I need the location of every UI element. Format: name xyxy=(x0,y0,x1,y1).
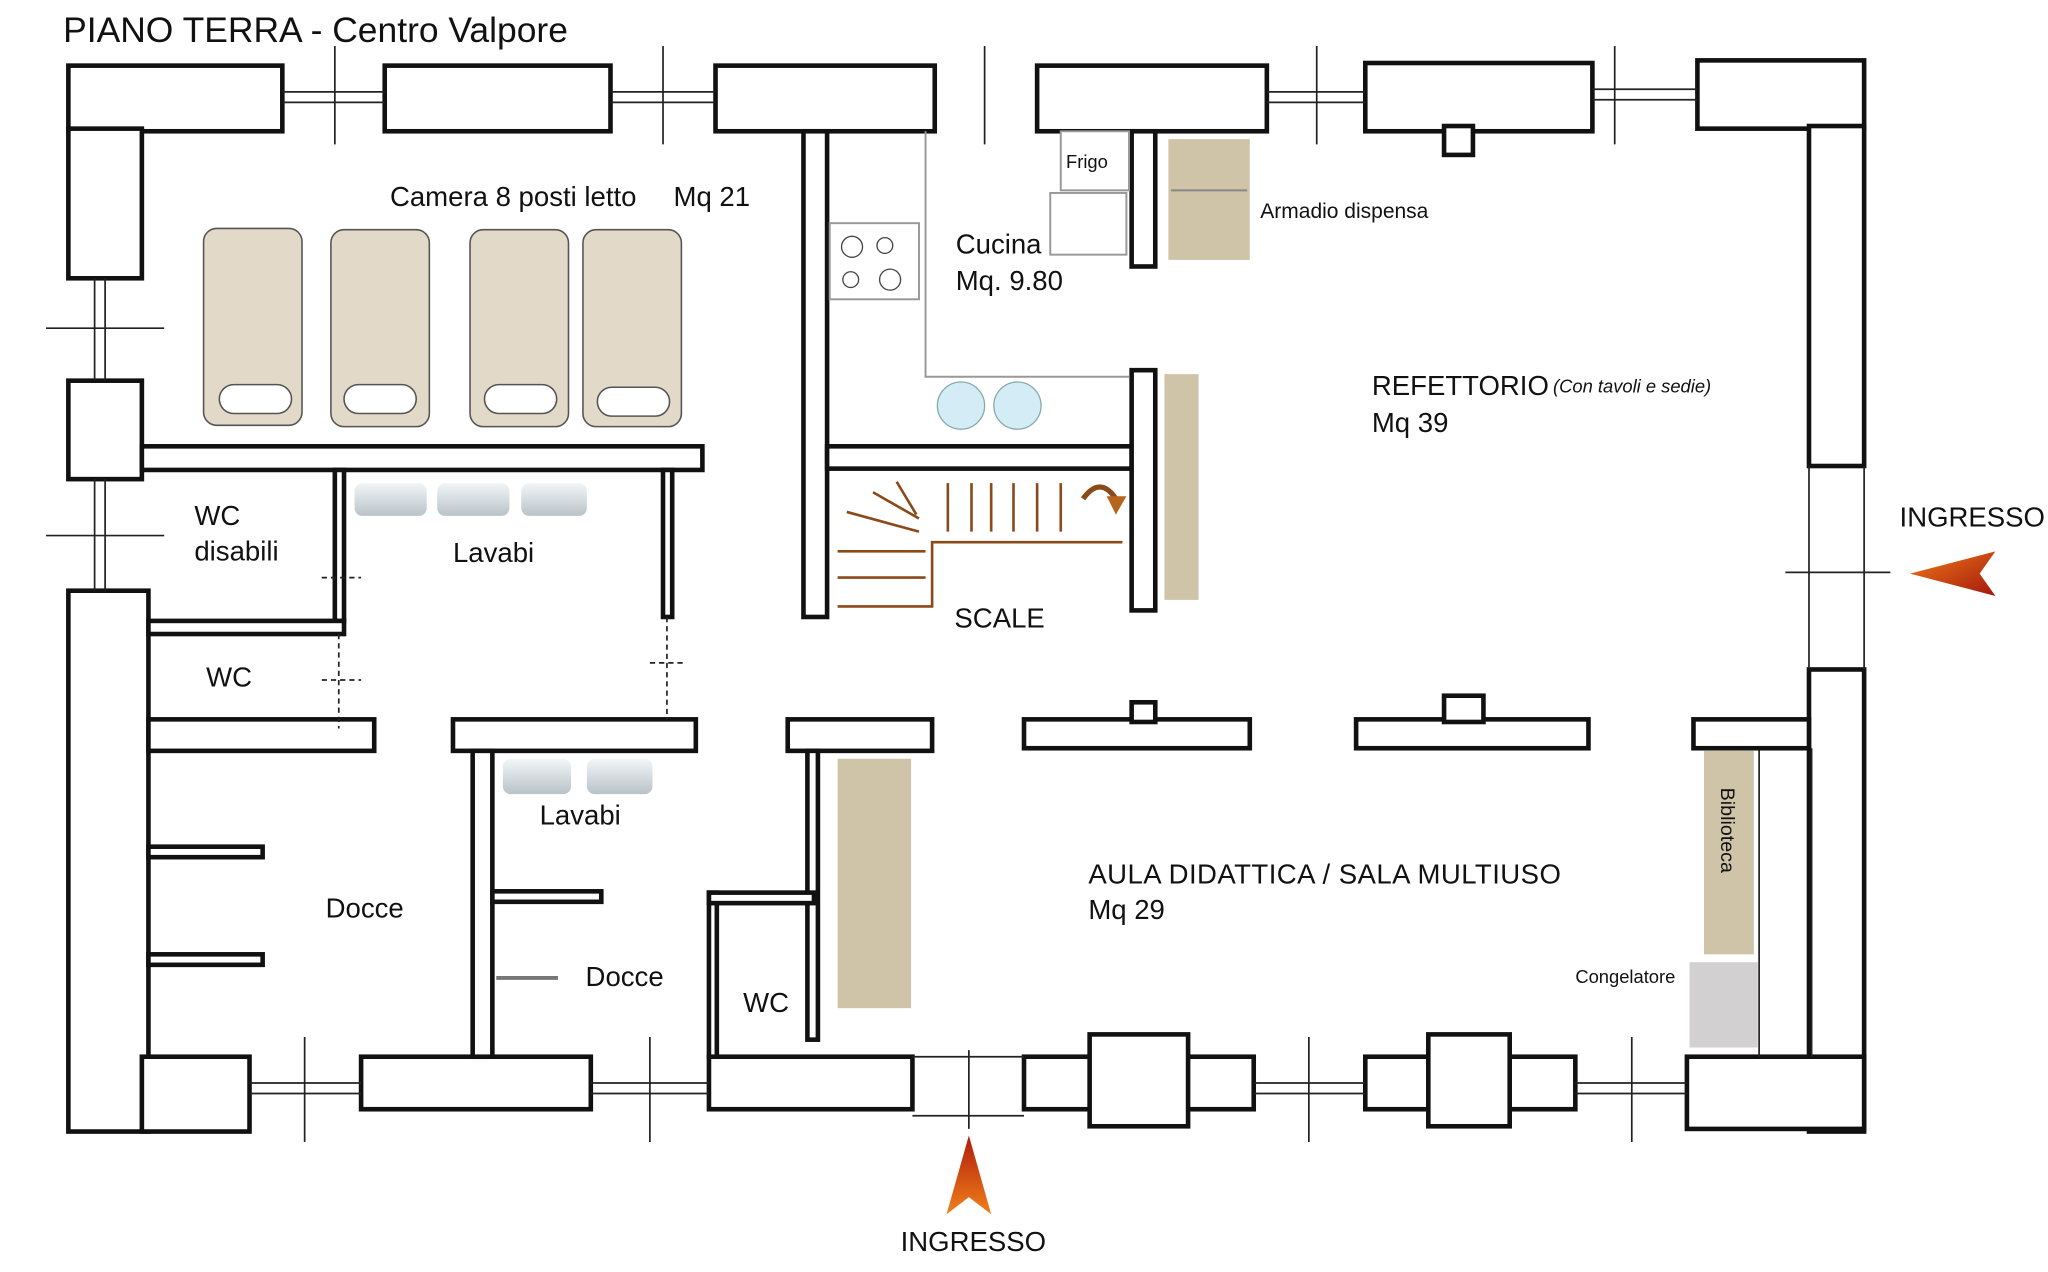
bookshelf xyxy=(1703,750,1754,955)
wc-left-label: WC xyxy=(206,662,252,693)
congelatore-label: Congelatore xyxy=(1575,966,1675,987)
cucina-label: Cucina xyxy=(956,228,1042,259)
bed xyxy=(469,228,570,428)
docce-right-label: Docce xyxy=(586,961,664,992)
furniture xyxy=(837,139,1758,1048)
washbasins xyxy=(354,483,653,795)
windows xyxy=(46,45,1891,1143)
kitchen-fixtures xyxy=(828,130,1130,430)
docce-left-label: Docce xyxy=(326,893,404,924)
bed xyxy=(202,227,303,427)
cucina-area: Mq. 9.80 xyxy=(956,265,1063,296)
ingresso-bottom-label: INGRESSO xyxy=(901,1226,1046,1257)
scale-label: SCALE xyxy=(954,602,1044,633)
ingresso-right-label: INGRESSO xyxy=(1900,501,2045,532)
bed xyxy=(330,228,431,428)
camera-label: Camera 8 posti letto xyxy=(390,181,637,212)
armadio-label: Armadio dispensa xyxy=(1260,200,1428,223)
wc-disabili-label-1: WC xyxy=(194,500,240,531)
interior-walls xyxy=(139,128,1812,1060)
aula-area: Mq 29 xyxy=(1088,894,1165,925)
camera-area: Mq 21 xyxy=(674,181,751,212)
lavabi-top-label: Lavabi xyxy=(453,537,534,568)
sink-icon xyxy=(936,381,986,430)
frigo-label: Frigo xyxy=(1066,151,1108,172)
lavabi-bottom-label: Lavabi xyxy=(540,799,621,830)
outer-walls xyxy=(66,58,1867,1134)
sink-icon xyxy=(993,381,1042,430)
entrance-arrow-right-icon xyxy=(1910,551,1996,596)
stairs xyxy=(837,481,1127,608)
curved-arrow-icon xyxy=(1080,484,1119,501)
freezer xyxy=(1689,962,1758,1048)
refettorio-note: (Con tavoli e sedie) xyxy=(1553,375,1711,396)
plan-title: PIANO TERRA - Centro Valpore xyxy=(63,10,568,50)
stove-icon xyxy=(840,235,902,291)
room-labels: Camera 8 posti letto Mq 21 Cucina Mq. 9.… xyxy=(194,151,2045,1257)
entrance-arrow-bottom-icon xyxy=(946,1135,992,1215)
beds xyxy=(202,227,683,428)
refettorio-area: Mq 39 xyxy=(1372,407,1449,438)
aula-label: AULA DIDATTICA / SALA MULTIUSO xyxy=(1088,858,1561,889)
wc-bottom-label: WC xyxy=(743,987,789,1018)
bed xyxy=(582,228,683,428)
refettorio-label: REFETTORIO xyxy=(1372,370,1549,401)
wc-disabili-label-2: disabili xyxy=(194,536,278,567)
biblioteca-label: Biblioteca xyxy=(1716,788,1738,873)
